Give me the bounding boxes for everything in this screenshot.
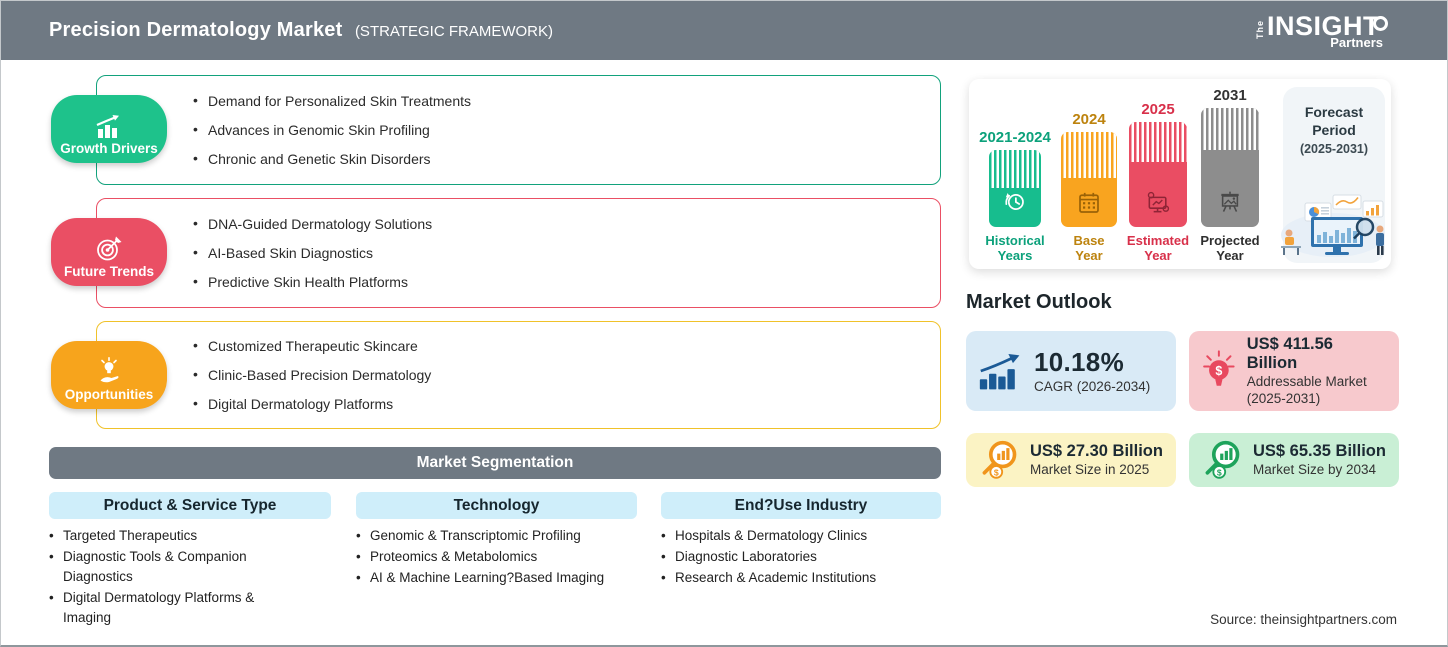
- opportunities-label: Opportunities: [64, 387, 154, 402]
- segment-item: Digital Dermatology Platforms & Imaging: [49, 588, 294, 628]
- segment-header-technology: Technology: [356, 492, 637, 519]
- market-size-2034-label: Market Size by 2034: [1253, 462, 1377, 477]
- timeline-bar-historical: [989, 150, 1041, 227]
- timeline-bar-estimated: [1129, 122, 1187, 227]
- bar-label: Base Year: [1073, 233, 1105, 263]
- opportunity-item: Clinic-Based Precision Dermatology: [193, 366, 940, 383]
- segment-item: Proteomics & Metabolomics: [356, 547, 631, 567]
- stat-card-cagr: 10.18% CAGR (2026-2034): [966, 331, 1176, 411]
- timeline-group-estimated: 2025 Estimated Year: [1121, 87, 1195, 263]
- growth-driver-item: Advances in Genomic Skin Profiling: [193, 121, 940, 138]
- year-label: 2024: [1072, 111, 1106, 128]
- segment-item: Research & Academic Institutions: [661, 568, 941, 588]
- page-title-group: Precision Dermatology Market (STRATEGIC …: [49, 19, 553, 42]
- market-size-2025-value: US$ 27.30 Billion: [1030, 442, 1163, 460]
- segment-header-end-use: End?Use Industry: [661, 492, 941, 519]
- magnifier-chart-icon-orange: $: [982, 440, 1017, 479]
- page-title: Precision Dermatology Market: [49, 19, 343, 41]
- magnifier-chart-icon-green: $: [1205, 440, 1240, 479]
- addressable-market-sublabel: (2025-2031): [1246, 391, 1321, 406]
- svg-text:$: $: [1215, 364, 1222, 378]
- market-size-2034-value: US$ 65.35 Billion: [1253, 442, 1386, 460]
- year-label: 2031: [1213, 87, 1247, 104]
- future-trend-item: Predictive Skin Health Platforms: [193, 273, 940, 290]
- magnifier-ring-icon: [1373, 15, 1388, 31]
- brand-logo: The INSIGHT Partners: [1254, 10, 1395, 50]
- cagr-growth-icon: [979, 353, 1020, 390]
- growth-chart-icon: [96, 115, 119, 138]
- segment-item: Diagnostic Laboratories: [661, 547, 941, 567]
- opportunity-item: Customized Therapeutic Skincare: [193, 337, 940, 354]
- opportunities-box: Customized Therapeutic Skincare Clinic-B…: [96, 321, 941, 429]
- growth-drivers-badge: Growth Drivers: [51, 95, 167, 163]
- bar-label: Projected Year: [1200, 233, 1260, 263]
- timeline-group-base: 2024 Base Year: [1053, 87, 1125, 263]
- logo-insight-text: INSIGHT: [1266, 10, 1380, 41]
- timeline-bar-base: [1061, 132, 1117, 227]
- monitor-gear-icon: [1147, 191, 1170, 213]
- clock-icon: [1005, 192, 1024, 210]
- market-outlook-title: Market Outlook: [966, 291, 1112, 313]
- analytics-illustration-icon: [1281, 194, 1385, 257]
- addressable-market-value: US$ 411.56 Billion: [1246, 335, 1333, 372]
- svg-text:$: $: [1217, 467, 1222, 477]
- future-trends-label: Future Trends: [63, 264, 154, 279]
- segment-list-end-use: Hospitals & Dermatology Clinics Diagnost…: [661, 526, 941, 589]
- timeline-bar-projected: [1201, 108, 1259, 227]
- target-icon: [97, 236, 122, 261]
- page-subtitle: (STRATEGIC FRAMEWORK): [354, 23, 553, 40]
- future-trend-item: AI-Based Skin Diagnostics: [193, 244, 940, 261]
- market-segmentation-bar: Market Segmentation: [49, 447, 941, 479]
- segment-list-product-service: Targeted Therapeutics Diagnostic Tools &…: [49, 526, 294, 629]
- future-trends-box: DNA-Guided Dermatology Solutions AI-Base…: [96, 198, 941, 308]
- idea-hand-icon: [100, 357, 119, 383]
- future-trend-item: DNA-Guided Dermatology Solutions: [193, 215, 940, 232]
- opportunities-badge: Opportunities: [51, 341, 167, 409]
- growth-drivers-label: Growth Drivers: [60, 141, 158, 156]
- forecast-title: Forecast: [1304, 104, 1364, 120]
- segment-header-product-service: Product & Service Type: [49, 492, 331, 519]
- year-label: 2025: [1141, 101, 1175, 118]
- year-label: 2021-2024: [979, 129, 1051, 146]
- future-trends-badge: Future Trends: [51, 218, 167, 286]
- stat-card-addressable-market: $ US$ 411.56 Billion Addressable Market …: [1189, 331, 1399, 411]
- calendar-icon: [1079, 192, 1099, 213]
- opportunity-item: Digital Dermatology Platforms: [193, 395, 940, 412]
- logo-the-text: The: [1254, 20, 1265, 40]
- timeline-group-projected: 2031 Projected Year: [1193, 87, 1267, 263]
- addressable-market-label: Addressable Market: [1246, 374, 1367, 389]
- cagr-value: 10.18%: [1034, 347, 1124, 377]
- bulb-dollar-icon: $: [1203, 350, 1235, 386]
- growth-drivers-box: Demand for Personalized Skin Treatments …: [96, 75, 941, 185]
- svg-text:$: $: [994, 467, 999, 477]
- source-note: Source: theinsightpartners.com: [1210, 612, 1397, 627]
- cagr-label: CAGR (2026-2034): [1034, 379, 1151, 394]
- segment-list-technology: Genomic & Transcriptomic Profiling Prote…: [356, 526, 631, 589]
- growth-driver-item: Demand for Personalized Skin Treatments: [193, 92, 940, 109]
- market-size-2025-label: Market Size in 2025: [1030, 462, 1150, 477]
- stat-card-market-size-2034: $ US$ 65.35 Billion Market Size by 2034: [1189, 433, 1399, 487]
- segment-item: Diagnostic Tools & Companion Diagnostics: [49, 547, 294, 587]
- header-bar: Precision Dermatology Market (STRATEGIC …: [1, 1, 1447, 60]
- bar-label: Historical Years: [985, 233, 1045, 263]
- bar-label: Estimated Year: [1126, 233, 1190, 263]
- segment-item: Hospitals & Dermatology Clinics: [661, 526, 941, 546]
- forecast-range: (2025-2031): [1299, 142, 1369, 156]
- timeline-group-historical: 2021-2024 Historical Years: [975, 87, 1055, 263]
- growth-driver-item: Chronic and Genetic Skin Disorders: [193, 150, 940, 167]
- segment-item: Genomic & Transcriptomic Profiling: [356, 526, 631, 546]
- stat-card-market-size-2025: $ US$ 27.30 Billion Market Size in 2025: [966, 433, 1176, 487]
- segment-item: Targeted Therapeutics: [49, 526, 294, 546]
- segment-item: AI & Machine Learning?Based Imaging: [356, 568, 631, 588]
- timeline-card: 2021-2024 Historical Years 2024: [969, 79, 1391, 269]
- logo-partners-text: Partners: [1330, 34, 1383, 50]
- forecast-panel: Forecast Period (2025-2031): [1281, 87, 1385, 263]
- projection-screen-icon: [1221, 191, 1239, 212]
